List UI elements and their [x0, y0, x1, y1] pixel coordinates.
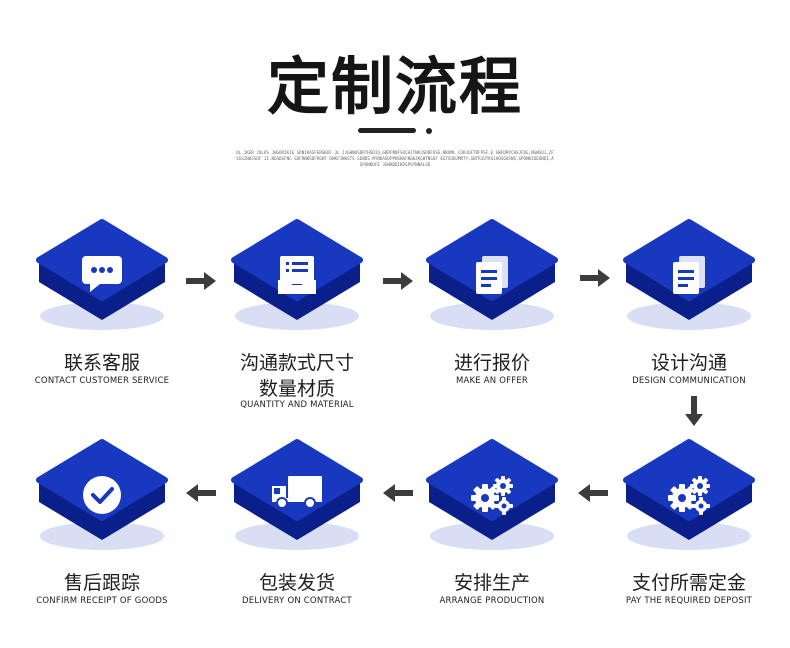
- step-label-en: QUANTITY AND MATERIAL: [240, 400, 354, 410]
- arrow-right-icon: [580, 269, 610, 287]
- step-quantity: 沟通款式尺寸 数量材质 QUANTITY AND MATERIAL: [222, 218, 372, 428]
- step-deposit: 支付所需定金 PAY THE REQUIRED DEPOSIT: [614, 438, 764, 648]
- tile-side: [626, 480, 752, 540]
- tile-side: [626, 260, 752, 320]
- step-label-cn: 售后跟踪: [63, 572, 140, 594]
- step-production: 安排生产 ARRANGE PRODUCTION: [417, 438, 567, 648]
- tile-side: [234, 260, 360, 320]
- step-contact: 联系客服 CONTACT CUSTOMER SERVICE: [27, 218, 177, 428]
- step-confirm: 售后跟踪 CONFIRM RECEIPT OF GOODS: [27, 438, 177, 648]
- step-label-cn: 沟通款式尺寸 数量材质: [239, 352, 354, 400]
- tile-top: [426, 439, 558, 521]
- page-title: 定制流程: [266, 50, 523, 123]
- tile-side: [39, 260, 165, 320]
- step-label-cn: 安排生产: [453, 572, 530, 594]
- step-design: 设计沟通 DESIGN COMMUNICATION: [614, 218, 764, 428]
- arrow-down-icon: [685, 396, 703, 426]
- step-label-cn: 联系客服: [63, 352, 140, 374]
- divider-bar: [358, 128, 416, 133]
- arrow-left-icon: [578, 484, 608, 502]
- step-label-en: DELIVERY ON CONTRACT: [242, 596, 352, 606]
- step-offer: 进行报价 MAKE AN OFFER: [417, 218, 567, 428]
- document-tray-icon: [276, 254, 318, 300]
- tile-top: [623, 439, 755, 521]
- checkmark-icon: [81, 474, 123, 520]
- arrow-left-icon: [383, 484, 413, 502]
- gears-icon: [469, 474, 515, 520]
- step-label-en: PAY THE REQUIRED DEPOSIT: [625, 596, 753, 606]
- gears-icon: [666, 474, 712, 520]
- documents-icon: [472, 254, 512, 300]
- tile-side: [429, 480, 555, 540]
- step-label-en: MAKE AN OFFER: [455, 376, 528, 386]
- arrow-right-icon: [383, 272, 413, 290]
- chat-bubble-icon: [80, 254, 124, 298]
- arrow-right-icon: [186, 272, 216, 290]
- arrow-left-icon: [186, 484, 216, 502]
- step-label-en: CONTACT CUSTOMER SERVICE: [34, 376, 170, 386]
- tile-side: [429, 260, 555, 320]
- divider-dot: [426, 128, 432, 134]
- tile-side: [234, 480, 360, 540]
- step-label-cn: 进行报价: [453, 352, 530, 374]
- step-tile-shape: [426, 439, 558, 550]
- tile-side: [39, 480, 165, 540]
- step-label-cn: 包装发货: [258, 572, 335, 594]
- step-delivery: 包装发货 DELIVERY ON CONTRACT: [222, 438, 372, 648]
- step-tile-shape: [623, 439, 755, 550]
- step-tile-shape: [426, 219, 558, 330]
- step-label-cn: 设计沟通: [650, 352, 727, 374]
- truck-icon: [270, 474, 324, 514]
- step-label-cn: 支付所需定金: [631, 572, 746, 594]
- documents-icon: [669, 254, 709, 300]
- subtitle-text: OL IKER JULOS JHGORIKIE SDNIKASFERGKDF J…: [236, 150, 554, 167]
- step-label-en: DESIGN COMMUNICATION: [632, 376, 746, 386]
- step-label-en: ARRANGE PRODUCTION: [439, 596, 545, 606]
- step-label-en: CONFIRM RECEIPT OF GOODS: [36, 596, 168, 606]
